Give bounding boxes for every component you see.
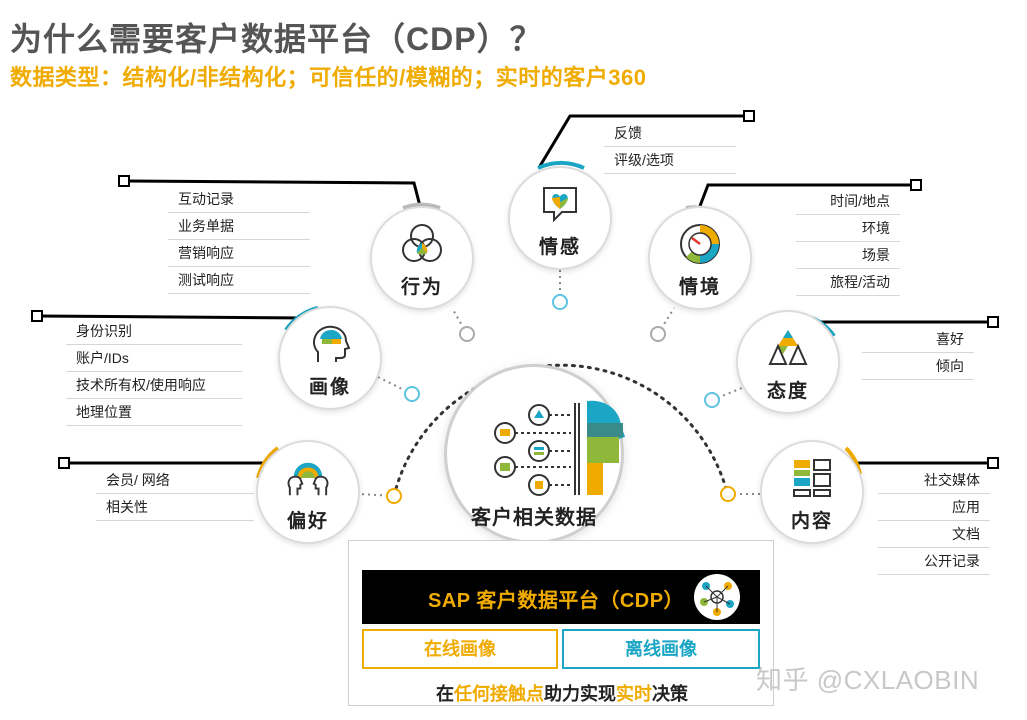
page-subtitle: 数据类型：结构化/非结构化；可信任的/模糊的；实时的客户360 xyxy=(10,65,647,90)
list-item: 倾向 xyxy=(862,353,974,380)
triangles-icon xyxy=(766,326,810,370)
tagline-highlight: 实时 xyxy=(616,684,652,704)
node-attitude: 态度 xyxy=(736,310,840,414)
list-item: 场景 xyxy=(796,242,900,269)
venn-icon xyxy=(400,222,444,266)
sap-cdp-bar xyxy=(362,570,760,624)
list-item: 社交媒体 xyxy=(878,467,990,494)
list-item: 互动记录 xyxy=(168,186,310,213)
list-item: 环境 xyxy=(796,215,900,242)
list-item: 测试响应 xyxy=(168,267,310,294)
watermark: 知乎 @CXLAOBIN xyxy=(756,665,980,695)
layout-icon xyxy=(790,456,834,500)
head-profile-icon xyxy=(308,322,352,366)
list-item: 时间/地点 xyxy=(796,188,900,215)
arc-dot xyxy=(704,392,720,408)
node-profile-label: 画像 xyxy=(308,377,351,398)
tagline-part: 决策 xyxy=(652,684,688,704)
tagline-part: 助力实现 xyxy=(544,684,616,704)
list-item: 旅程/活动 xyxy=(796,269,900,296)
list-item: 地理位置 xyxy=(66,399,242,426)
tagline-highlight: 任何接触点 xyxy=(454,684,544,704)
context-list: 时间/地点 环境 场景 旅程/活动 xyxy=(796,188,900,296)
list-item: 喜好 xyxy=(862,326,974,353)
node-emotion: 情感 xyxy=(508,166,612,270)
list-item: 营销响应 xyxy=(168,240,310,267)
node-behavior-label: 行为 xyxy=(400,277,443,298)
list-item: 身份识别 xyxy=(66,318,242,345)
list-item: 账户/IDs xyxy=(66,345,242,372)
node-context: 情境 xyxy=(648,206,752,310)
center-label: 客户相关数据 xyxy=(471,507,597,529)
list-item: 应用 xyxy=(878,494,990,521)
node-profile: 画像 xyxy=(278,306,382,410)
list-item: 相关性 xyxy=(96,494,254,521)
arc-dot xyxy=(720,486,736,502)
customer-data-icon xyxy=(494,400,625,496)
arc-dot xyxy=(552,294,568,310)
list-item: 文档 xyxy=(878,521,990,548)
profile-list: 身份识别 账户/IDs 技术所有权/使用响应 地理位置 xyxy=(66,318,242,426)
node-content-label: 内容 xyxy=(790,511,833,532)
list-item: 反馈 xyxy=(604,120,736,147)
node-attitude-label: 态度 xyxy=(766,381,809,402)
offline-profile-button[interactable]: 离线画像 xyxy=(562,629,760,669)
list-item: 会员/ 网络 xyxy=(96,467,254,494)
list-item: 业务单据 xyxy=(168,213,310,240)
heart-chat-icon xyxy=(538,182,582,226)
node-preference: 偏好 xyxy=(256,440,360,544)
preference-list: 会员/ 网络 相关性 xyxy=(96,467,254,521)
arc-dot xyxy=(459,326,475,342)
list-item: 评级/选项 xyxy=(604,147,736,174)
node-emotion-label: 情感 xyxy=(538,237,581,258)
arc-dot xyxy=(650,326,666,342)
gauge-icon xyxy=(678,222,722,266)
behavior-list: 互动记录 业务单据 营销响应 测试响应 xyxy=(168,186,310,294)
center-hub: 客户相关数据 xyxy=(444,364,625,544)
page-title: 为什么需要客户数据平台（CDP）？ xyxy=(10,21,543,57)
content-list: 社交媒体 应用 文档 公开记录 xyxy=(878,467,990,575)
list-item: 技术所有权/使用响应 xyxy=(66,372,242,399)
arc-dot xyxy=(386,488,402,504)
node-behavior: 行为 xyxy=(370,206,474,310)
two-heads-icon xyxy=(286,456,330,500)
emotion-list: 反馈 评级/选项 xyxy=(604,120,736,174)
tagline-part: 在 xyxy=(436,684,454,704)
arc-dot xyxy=(404,386,420,402)
node-preference-label: 偏好 xyxy=(286,511,329,532)
node-content: 内容 xyxy=(760,440,864,544)
network-icon xyxy=(694,574,740,620)
node-context-label: 情境 xyxy=(678,277,721,298)
tagline: 在任何接触点助力实现实时决策 xyxy=(436,680,688,706)
online-profile-button[interactable]: 在线画像 xyxy=(362,629,558,669)
sap-cdp-label: SAP 客户数据平台（CDP） xyxy=(428,590,685,612)
list-item: 公开记录 xyxy=(878,548,990,575)
attitude-list: 喜好 倾向 xyxy=(862,326,974,380)
